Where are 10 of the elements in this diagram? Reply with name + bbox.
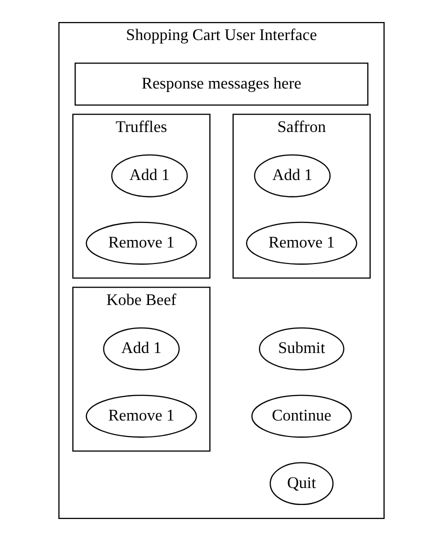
node-box: Response messages here	[74, 62, 368, 106]
node-ellipse: Remove 1	[85, 222, 196, 265]
node-ellipse: Add 1	[110, 154, 188, 198]
node-ellipse: Remove 1	[85, 394, 196, 438]
node-ellipse: Submit	[258, 327, 344, 370]
node-ellipse: Remove 1	[246, 222, 357, 265]
node-ellipse: Add 1	[254, 154, 330, 198]
node-ellipse: Continue	[250, 394, 352, 438]
node-ellipse: Quit	[269, 462, 334, 506]
node-ellipse: Add 1	[102, 327, 180, 370]
